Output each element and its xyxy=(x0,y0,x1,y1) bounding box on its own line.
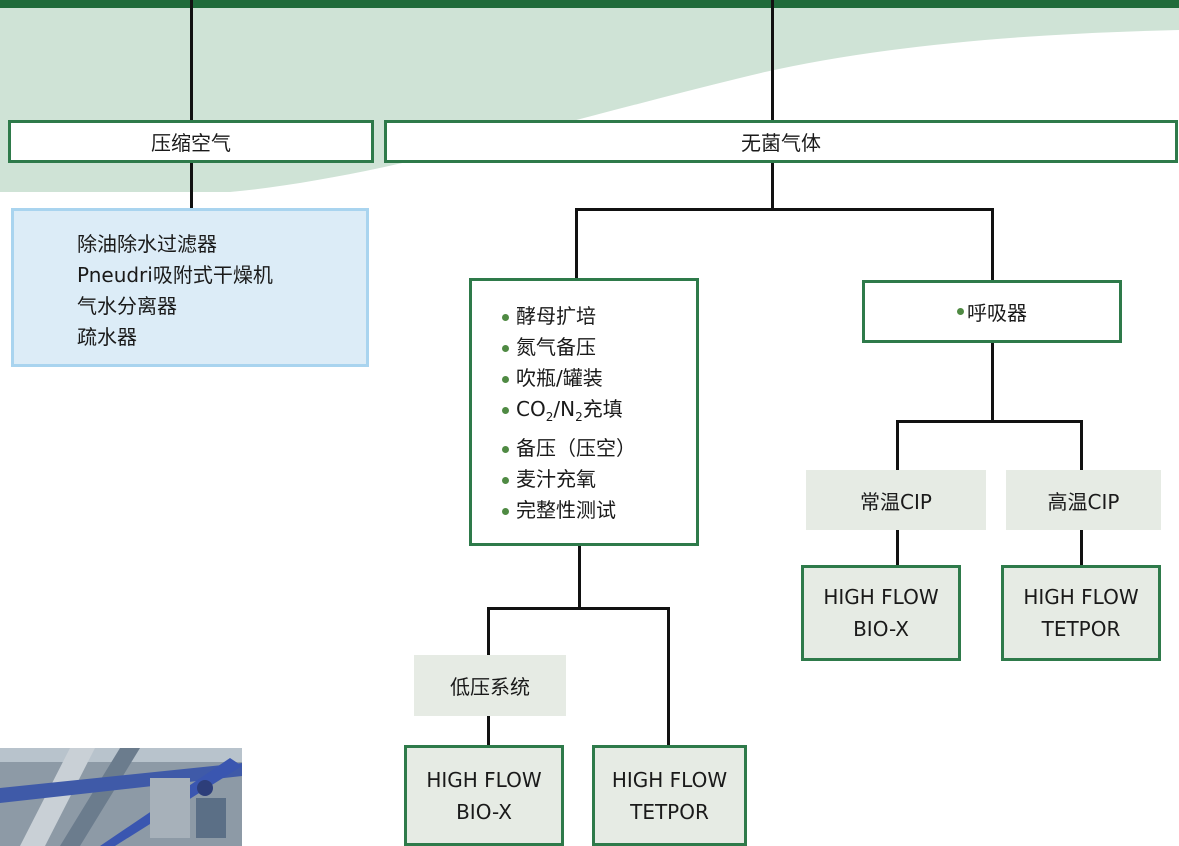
product-line: HIGH FLOW xyxy=(611,767,728,792)
list-item: 除油除水过滤器 xyxy=(77,232,217,256)
compressed-air-header: 压缩空气 xyxy=(8,120,374,163)
breather-box: 呼吸器 xyxy=(862,280,1122,343)
list-item: 氮气备压 xyxy=(502,332,696,363)
list-item: 气水分离器 xyxy=(77,294,177,318)
low-pressure-system-label: 低压系统 xyxy=(450,675,530,699)
list-item: 完整性测试 xyxy=(502,495,696,526)
bullet-dot-icon xyxy=(957,308,964,315)
product-box-tetpor: HIGH FLOW TETPOR xyxy=(592,745,747,846)
list-item: 备压（压空） xyxy=(502,433,696,464)
sterile-gas-title: 无菌气体 xyxy=(741,131,821,155)
product-line: HIGH FLOW xyxy=(426,767,542,792)
list-item: 酵母扩培 xyxy=(502,301,696,332)
low-pressure-system-box: 低压系统 xyxy=(414,655,566,716)
ambient-cip-label: 常温CIP xyxy=(860,489,932,514)
list-item: 疏水器 xyxy=(77,325,137,349)
list-item: CO2/N2充填 xyxy=(502,394,696,433)
list-item: 吹瓶/罐装 xyxy=(502,363,696,394)
high-temp-cip-label: 高温CIP xyxy=(1047,489,1120,514)
header-bar xyxy=(0,0,1179,8)
product-box-bio-x: HIGH FLOW BIO-X xyxy=(404,745,564,846)
compressed-air-equipment-list: 除油除水过滤器 Pneudri吸附式干燥机 气水分离器 疏水器 xyxy=(11,208,369,367)
list-item: Pneudri吸附式干燥机 xyxy=(77,263,273,287)
product-name: BIO-X xyxy=(456,799,512,824)
product-box-bio-x: HIGH FLOW BIO-X xyxy=(801,565,961,661)
applications-list: 酵母扩培 氮气备压 吹瓶/罐装 CO2/N2充填 备压（压空） 麦汁充氧 完整性… xyxy=(469,278,699,546)
breather-title: 呼吸器 xyxy=(967,301,1027,325)
product-box-tetpor: HIGH FLOW TETPOR xyxy=(1001,565,1161,661)
high-temp-cip-box: 高温CIP xyxy=(1006,470,1161,530)
compressed-air-title: 压缩空气 xyxy=(151,131,231,155)
list-item: 麦汁充氧 xyxy=(502,464,696,495)
sterile-gas-header: 无菌气体 xyxy=(384,120,1178,163)
equipment-photo xyxy=(0,748,242,846)
product-name: TETPOR xyxy=(1041,617,1121,641)
product-line: HIGH FLOW xyxy=(823,585,939,609)
product-name: BIO-X xyxy=(853,617,909,641)
product-name: TETPOR xyxy=(630,799,709,824)
decorative-wave xyxy=(0,8,1179,192)
product-line: HIGH FLOW xyxy=(1023,585,1139,609)
ambient-cip-box: 常温CIP xyxy=(806,470,986,530)
